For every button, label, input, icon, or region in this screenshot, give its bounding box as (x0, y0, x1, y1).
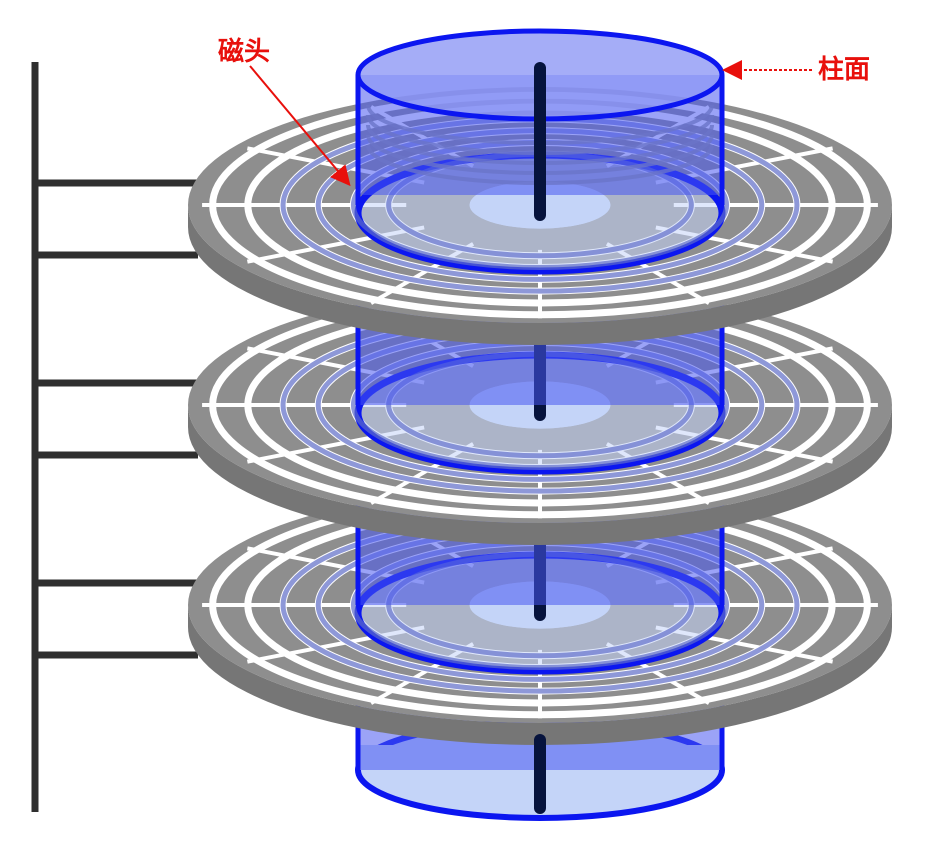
cylinder-label: 柱面 (818, 55, 870, 85)
head-label: 磁头 (218, 36, 270, 67)
platter-stack (188, 31, 892, 818)
cylinder-label-group: 柱面 (726, 55, 870, 85)
cylinder-top (358, 31, 722, 210)
